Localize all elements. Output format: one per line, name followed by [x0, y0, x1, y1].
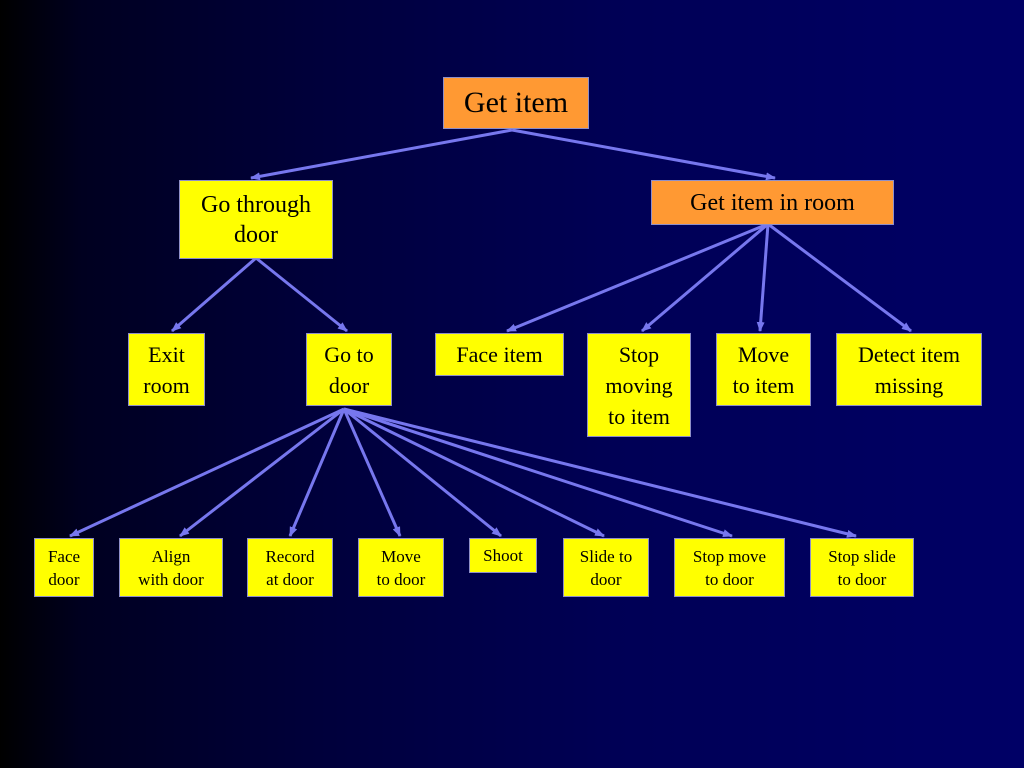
node-stop-move-to-door: Stop move to door	[674, 538, 785, 597]
node-slide-to-door: Slide to door	[563, 538, 649, 597]
edge-room-to-move-to-item	[756, 223, 770, 332]
node-face-door: Face door	[34, 538, 94, 597]
edge-root-to-get-item-in-room	[511, 128, 776, 181]
node-go-through-door: Go through door	[179, 180, 333, 259]
edge-room-to-stop-moving	[641, 222, 769, 333]
edge-root-to-go-through-door	[250, 128, 513, 181]
node-exit-room: Exit room	[128, 333, 205, 406]
edge-goto-to-record	[288, 408, 346, 537]
node-stop-moving-to-item: Stop moving to item	[587, 333, 691, 437]
edge-goto-to-slide	[343, 407, 605, 538]
node-detect-item-missing: Detect item missing	[836, 333, 982, 406]
node-shoot: Shoot	[469, 538, 537, 573]
edge-room-to-face-item	[506, 222, 769, 333]
edge-door-to-go-to-door	[255, 256, 348, 333]
edge-goto-to-face-door	[69, 407, 345, 538]
node-align-with-door: Align with door	[119, 538, 223, 597]
edge-door-to-exit-room	[171, 256, 257, 333]
edge-goto-to-stop-slide	[343, 407, 857, 538]
edge-goto-to-stop-move	[343, 407, 733, 538]
node-stop-slide-to-door: Stop slide to door	[810, 538, 914, 597]
node-get-item: Get item	[443, 77, 589, 129]
node-move-to-item: Move to item	[716, 333, 811, 406]
edge-goto-to-shoot	[343, 407, 502, 538]
node-get-item-in-room: Get item in room	[651, 180, 894, 225]
node-face-item: Face item	[435, 333, 564, 376]
node-record-at-door: Record at door	[247, 538, 333, 597]
edge-goto-to-align	[179, 407, 345, 538]
edge-goto-to-move-door	[342, 408, 402, 537]
edge-room-to-detect-missing	[767, 222, 912, 333]
node-move-to-door: Move to door	[358, 538, 444, 597]
node-go-to-door: Go to door	[306, 333, 392, 406]
